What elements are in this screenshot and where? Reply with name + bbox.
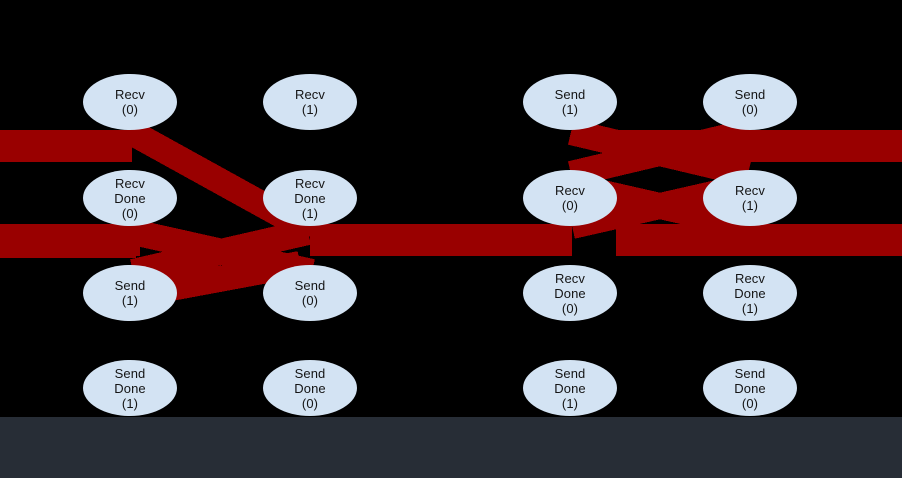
node-label-line: Recv	[294, 87, 326, 102]
node-label-line: (1)	[121, 293, 139, 308]
node-label-line: Send	[734, 87, 766, 102]
graph-node-recv-1-r1c3[interactable]: Recv(1)	[703, 170, 797, 226]
node-label-line: Send	[114, 365, 146, 381]
node-label-line: (0)	[741, 395, 759, 411]
graph-edge	[130, 219, 311, 285]
graph-node-recv-1-r0c1[interactable]: Recv(1)	[263, 74, 357, 130]
node-label-line: Done	[734, 380, 766, 396]
graph-edge	[567, 119, 752, 187]
node-label-line: Done	[294, 190, 326, 206]
node-label-line: (0)	[121, 102, 139, 117]
node-label-line: (1)	[561, 102, 579, 117]
node-label-line: (1)	[301, 205, 319, 221]
node-label-line: (0)	[121, 205, 139, 221]
bottom-status-bar	[0, 417, 902, 478]
node-label-line: Recv	[294, 175, 326, 191]
graph-edge	[157, 251, 303, 303]
node-label-line: Done	[554, 380, 586, 396]
node-label-line: Done	[554, 285, 586, 301]
node-label-line: Send	[294, 278, 326, 293]
node-label-line: (1)	[301, 102, 319, 117]
graph-node-send-0-r0c3[interactable]: Send(0)	[703, 74, 797, 130]
node-label-line: Done	[734, 285, 766, 301]
node-label-line: Send	[294, 365, 326, 381]
node-label-line: Recv	[554, 270, 586, 286]
node-label-line: Recv	[114, 175, 146, 191]
node-label-line: Send	[734, 365, 766, 381]
node-label-line: (1)	[741, 198, 759, 213]
node-label-line: Send	[554, 365, 586, 381]
node-label-line: Recv	[114, 87, 146, 102]
node-label-line: (1)	[741, 300, 759, 316]
node-label-line: Recv	[734, 183, 766, 198]
node-label-line: Send	[554, 87, 586, 102]
node-label-line: (1)	[561, 395, 579, 411]
node-label-line: Recv	[734, 270, 766, 286]
graph-node-recv-0-r1c2[interactable]: Recv(0)	[523, 170, 617, 226]
node-label-line: Done	[114, 190, 146, 206]
graph-node-recv-0-r0c0[interactable]: Recv(0)	[83, 74, 177, 130]
node-label-line: (0)	[741, 102, 759, 117]
node-label-line: Send	[114, 278, 146, 293]
graph-node-send-1-r2c0[interactable]: Send(1)	[83, 265, 177, 321]
graph-node-send-0-r2c1[interactable]: Send(0)	[263, 265, 357, 321]
node-label-line: Done	[114, 380, 146, 396]
node-label-line: (1)	[121, 395, 139, 411]
graph-node-send-1-r0c2[interactable]: Send(1)	[523, 74, 617, 130]
node-label-line: Recv	[554, 183, 586, 198]
node-label-line: (0)	[301, 395, 319, 411]
node-label-line: (0)	[561, 198, 579, 213]
node-label-line: (0)	[301, 293, 319, 308]
node-label-line: Done	[294, 380, 326, 396]
node-label-line: (0)	[561, 300, 579, 316]
